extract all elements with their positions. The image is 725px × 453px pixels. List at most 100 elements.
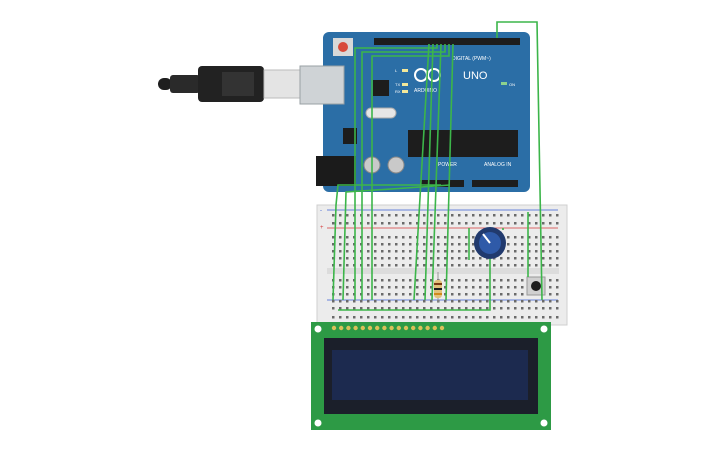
breadboard-hole[interactable] bbox=[402, 293, 405, 296]
breadboard-hole[interactable] bbox=[528, 250, 531, 253]
breadboard-hole[interactable] bbox=[479, 214, 482, 217]
breadboard-hole[interactable] bbox=[542, 236, 545, 239]
breadboard-hole[interactable] bbox=[395, 307, 398, 310]
breadboard-hole[interactable] bbox=[465, 236, 468, 239]
breadboard[interactable]: + - bbox=[316, 204, 568, 326]
breadboard-hole[interactable] bbox=[507, 300, 510, 303]
breadboard-hole[interactable] bbox=[451, 300, 454, 303]
breadboard-hole[interactable] bbox=[479, 257, 482, 260]
breadboard-hole[interactable] bbox=[346, 222, 349, 225]
breadboard-hole[interactable] bbox=[423, 236, 426, 239]
breadboard-hole[interactable] bbox=[451, 257, 454, 260]
breadboard-hole[interactable] bbox=[535, 300, 538, 303]
breadboard-hole[interactable] bbox=[472, 300, 475, 303]
breadboard-hole[interactable] bbox=[472, 257, 475, 260]
breadboard-hole[interactable] bbox=[514, 214, 517, 217]
breadboard-hole[interactable] bbox=[332, 257, 335, 260]
breadboard-hole[interactable] bbox=[423, 264, 426, 267]
breadboard-hole[interactable] bbox=[423, 243, 426, 246]
breadboard-hole[interactable] bbox=[381, 300, 384, 303]
breadboard-hole[interactable] bbox=[437, 236, 440, 239]
breadboard-hole[interactable] bbox=[528, 214, 531, 217]
breadboard-hole[interactable] bbox=[465, 243, 468, 246]
breadboard-hole[interactable] bbox=[521, 293, 524, 296]
breadboard-hole[interactable] bbox=[535, 214, 538, 217]
breadboard-hole[interactable] bbox=[507, 236, 510, 239]
breadboard-hole[interactable] bbox=[514, 250, 517, 253]
breadboard-hole[interactable] bbox=[416, 316, 419, 319]
breadboard-hole[interactable] bbox=[388, 316, 391, 319]
breadboard-hole[interactable] bbox=[402, 222, 405, 225]
breadboard-hole[interactable] bbox=[556, 279, 559, 282]
breadboard-hole[interactable] bbox=[416, 300, 419, 303]
breadboard-hole[interactable] bbox=[549, 316, 552, 319]
breadboard-hole[interactable] bbox=[549, 257, 552, 260]
breadboard-hole[interactable] bbox=[367, 316, 370, 319]
breadboard-hole[interactable] bbox=[479, 293, 482, 296]
reset-button[interactable] bbox=[338, 42, 348, 52]
breadboard-hole[interactable] bbox=[458, 214, 461, 217]
breadboard-hole[interactable] bbox=[332, 243, 335, 246]
breadboard-hole[interactable] bbox=[332, 250, 335, 253]
breadboard-hole[interactable] bbox=[374, 307, 377, 310]
analog-header[interactable] bbox=[472, 180, 518, 187]
breadboard-hole[interactable] bbox=[451, 307, 454, 310]
breadboard-hole[interactable] bbox=[416, 257, 419, 260]
breadboard-hole[interactable] bbox=[395, 243, 398, 246]
breadboard-hole[interactable] bbox=[346, 316, 349, 319]
breadboard-hole[interactable] bbox=[528, 222, 531, 225]
breadboard-hole[interactable] bbox=[346, 243, 349, 246]
breadboard-hole[interactable] bbox=[472, 286, 475, 289]
breadboard-hole[interactable] bbox=[451, 250, 454, 253]
breadboard-hole[interactable] bbox=[339, 300, 342, 303]
breadboard-hole[interactable] bbox=[388, 257, 391, 260]
breadboard-hole[interactable] bbox=[367, 236, 370, 239]
breadboard-hole[interactable] bbox=[479, 307, 482, 310]
breadboard-hole[interactable] bbox=[465, 316, 468, 319]
breadboard-hole[interactable] bbox=[416, 214, 419, 217]
breadboard-hole[interactable] bbox=[458, 307, 461, 310]
breadboard-hole[interactable] bbox=[507, 279, 510, 282]
breadboard-hole[interactable] bbox=[528, 243, 531, 246]
breadboard-hole[interactable] bbox=[444, 250, 447, 253]
breadboard-hole[interactable] bbox=[381, 293, 384, 296]
breadboard-hole[interactable] bbox=[374, 250, 377, 253]
breadboard-hole[interactable] bbox=[416, 279, 419, 282]
breadboard-hole[interactable] bbox=[437, 222, 440, 225]
breadboard-hole[interactable] bbox=[493, 293, 496, 296]
breadboard-hole[interactable] bbox=[346, 257, 349, 260]
breadboard-hole[interactable] bbox=[514, 300, 517, 303]
breadboard-hole[interactable] bbox=[500, 316, 503, 319]
breadboard-hole[interactable] bbox=[388, 214, 391, 217]
breadboard-hole[interactable] bbox=[521, 236, 524, 239]
breadboard-hole[interactable] bbox=[528, 300, 531, 303]
breadboard-hole[interactable] bbox=[507, 264, 510, 267]
breadboard-hole[interactable] bbox=[479, 279, 482, 282]
breadboard-hole[interactable] bbox=[416, 293, 419, 296]
breadboard-hole[interactable] bbox=[381, 264, 384, 267]
breadboard-hole[interactable] bbox=[521, 257, 524, 260]
breadboard-hole[interactable] bbox=[346, 293, 349, 296]
breadboard-hole[interactable] bbox=[458, 286, 461, 289]
power-header[interactable] bbox=[420, 180, 464, 187]
breadboard-hole[interactable] bbox=[346, 264, 349, 267]
breadboard-hole[interactable] bbox=[486, 279, 489, 282]
breadboard-hole[interactable] bbox=[381, 243, 384, 246]
breadboard-hole[interactable] bbox=[507, 214, 510, 217]
lcd-pin[interactable] bbox=[331, 325, 337, 331]
breadboard-hole[interactable] bbox=[367, 250, 370, 253]
breadboard-hole[interactable] bbox=[332, 300, 335, 303]
breadboard-hole[interactable] bbox=[388, 264, 391, 267]
breadboard-hole[interactable] bbox=[402, 264, 405, 267]
breadboard-hole[interactable] bbox=[472, 293, 475, 296]
lcd-pin[interactable] bbox=[418, 325, 423, 331]
breadboard-hole[interactable] bbox=[430, 236, 433, 239]
breadboard-hole[interactable] bbox=[395, 222, 398, 225]
breadboard-hole[interactable] bbox=[409, 214, 412, 217]
breadboard-hole[interactable] bbox=[332, 316, 335, 319]
breadboard-hole[interactable] bbox=[549, 222, 552, 225]
breadboard-hole[interactable] bbox=[549, 250, 552, 253]
breadboard-hole[interactable] bbox=[430, 214, 433, 217]
lcd-16x2[interactable] bbox=[311, 322, 551, 430]
breadboard-hole[interactable] bbox=[500, 257, 503, 260]
